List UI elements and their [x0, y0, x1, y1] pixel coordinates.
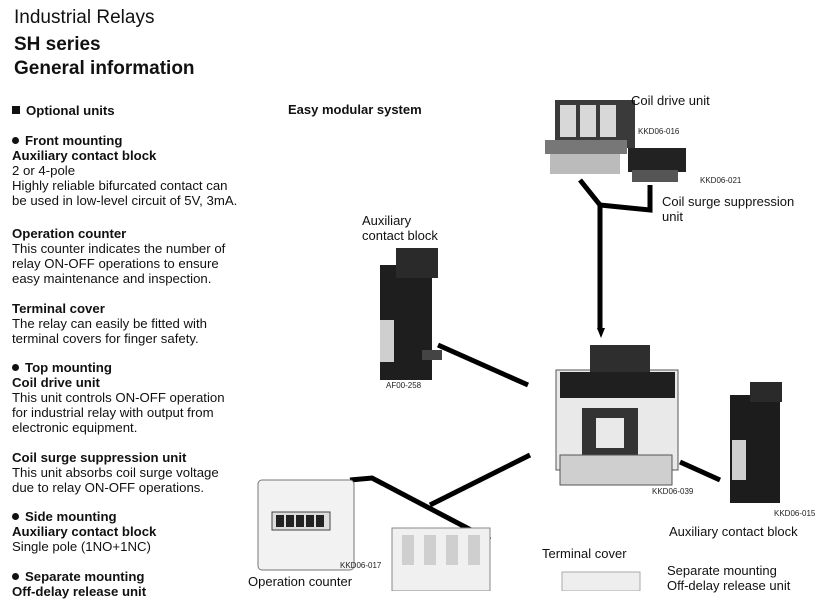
square-bullet-icon: [12, 106, 20, 114]
counter-line: easy maintenance and inspection.: [12, 271, 212, 286]
counter-line: relay ON-OFF operations to ensure: [12, 256, 219, 271]
operation-counter-image: [257, 479, 355, 571]
label-coil-surge-1: Coil surge suppression: [662, 194, 795, 209]
connector-counter: [349, 475, 492, 543]
code-aux-side: KKD06-015: [774, 509, 816, 518]
coil-surge-unit-image: [628, 148, 686, 182]
label-aux-front-2: contact block: [362, 228, 438, 243]
bullet-icon: [12, 513, 19, 520]
counter-title: Operation counter: [12, 226, 127, 241]
front-aux-title: Auxiliary contact block: [12, 148, 157, 163]
front-mounting-section: Front mounting Auxiliary contact block 2…: [12, 133, 282, 208]
connector-lines: [349, 178, 722, 543]
bullet-icon: [12, 573, 19, 580]
connector-bottom-trunk: [428, 452, 532, 508]
terminal-cover-section: Terminal cover The relay can easily be f…: [12, 301, 282, 346]
code-relay: KKD06-039: [652, 487, 694, 496]
top-mounting-section: Top mounting Coil drive unit This unit c…: [12, 360, 282, 435]
code-drive: KKD06-016: [638, 127, 680, 136]
cover-title: Terminal cover: [12, 301, 105, 316]
connector-drive: [578, 178, 603, 330]
surge-title: Coil surge suppression unit: [12, 450, 187, 465]
side-aux-line: Single pole (1NO+1NC): [12, 539, 151, 554]
optional-units-heading: Optional units: [12, 103, 282, 118]
surge-line: This unit absorbs coil surge voltage: [12, 465, 219, 480]
diagram-title: Easy modular system: [288, 102, 422, 117]
label-coil-surge-2: unit: [662, 209, 683, 224]
bullet-icon: [12, 137, 19, 144]
aux-side-block-image: [730, 382, 782, 503]
connector-surge: [599, 185, 653, 213]
cover-line: The relay can easily be fitted with: [12, 316, 207, 331]
label-separate-2: Off-delay release unit: [667, 578, 791, 593]
top-mounting-heading: Top mounting: [25, 360, 112, 375]
bullet-icon: [12, 364, 19, 371]
label-terminal-cover: Terminal cover: [542, 546, 627, 561]
label-aux-side: Auxiliary contact block: [669, 524, 798, 539]
label-coil-drive: Coil drive unit: [631, 93, 710, 108]
connector-aux-side: [678, 459, 722, 483]
coil-drive-unit-image: [545, 100, 635, 174]
operation-counter-section: Operation counter This counter indicates…: [12, 226, 282, 286]
arrow-head: [597, 328, 605, 338]
code-counter: KKD06-017: [340, 561, 382, 570]
front-aux-line: be used in low-level circuit of 5V, 3mA.: [12, 193, 238, 208]
label-aux-front-1: Auxiliary: [362, 213, 412, 228]
front-aux-line: 2 or 4-pole: [12, 163, 76, 178]
cover-line: terminal covers for finger safety.: [12, 331, 199, 346]
drive-line: electronic equipment.: [12, 420, 138, 435]
terminal-cover-image: [391, 527, 491, 591]
relay-image: [555, 345, 679, 486]
aux-front-block-image: [380, 248, 442, 380]
front-mounting-heading: Front mounting: [25, 133, 123, 148]
connector-aux-front: [436, 342, 530, 388]
separate-mounting-heading: Separate mounting: [25, 569, 145, 584]
coil-surge-section: Coil surge suppression unit This unit ab…: [12, 450, 282, 495]
front-aux-line: Highly reliable bifurcated contact can: [12, 178, 228, 193]
code-aux-front: AF00-258: [386, 381, 422, 390]
counter-line: This counter indicates the number of: [12, 241, 226, 256]
label-separate-1: Separate mounting: [667, 563, 777, 578]
surge-line: due to relay ON-OFF operations.: [12, 480, 205, 495]
label-operation-counter: Operation counter: [248, 574, 353, 589]
series-title: SH series: [14, 34, 101, 55]
side-mounting-heading: Side mounting: [25, 509, 117, 524]
section-title: General information: [14, 58, 195, 79]
side-aux-title: Auxiliary contact block: [12, 524, 157, 539]
side-mounting-section: Side mounting Auxiliary contact block Si…: [12, 509, 282, 554]
drive-title: Coil drive unit: [12, 375, 100, 390]
doc-title: Industrial Relays: [14, 7, 155, 28]
off-delay-unit-image: [561, 571, 641, 591]
drive-line: This unit controls ON-OFF operation: [12, 390, 225, 405]
drive-line: for industrial relay with output from: [12, 405, 214, 420]
code-surge: KKD06-021: [700, 176, 742, 185]
